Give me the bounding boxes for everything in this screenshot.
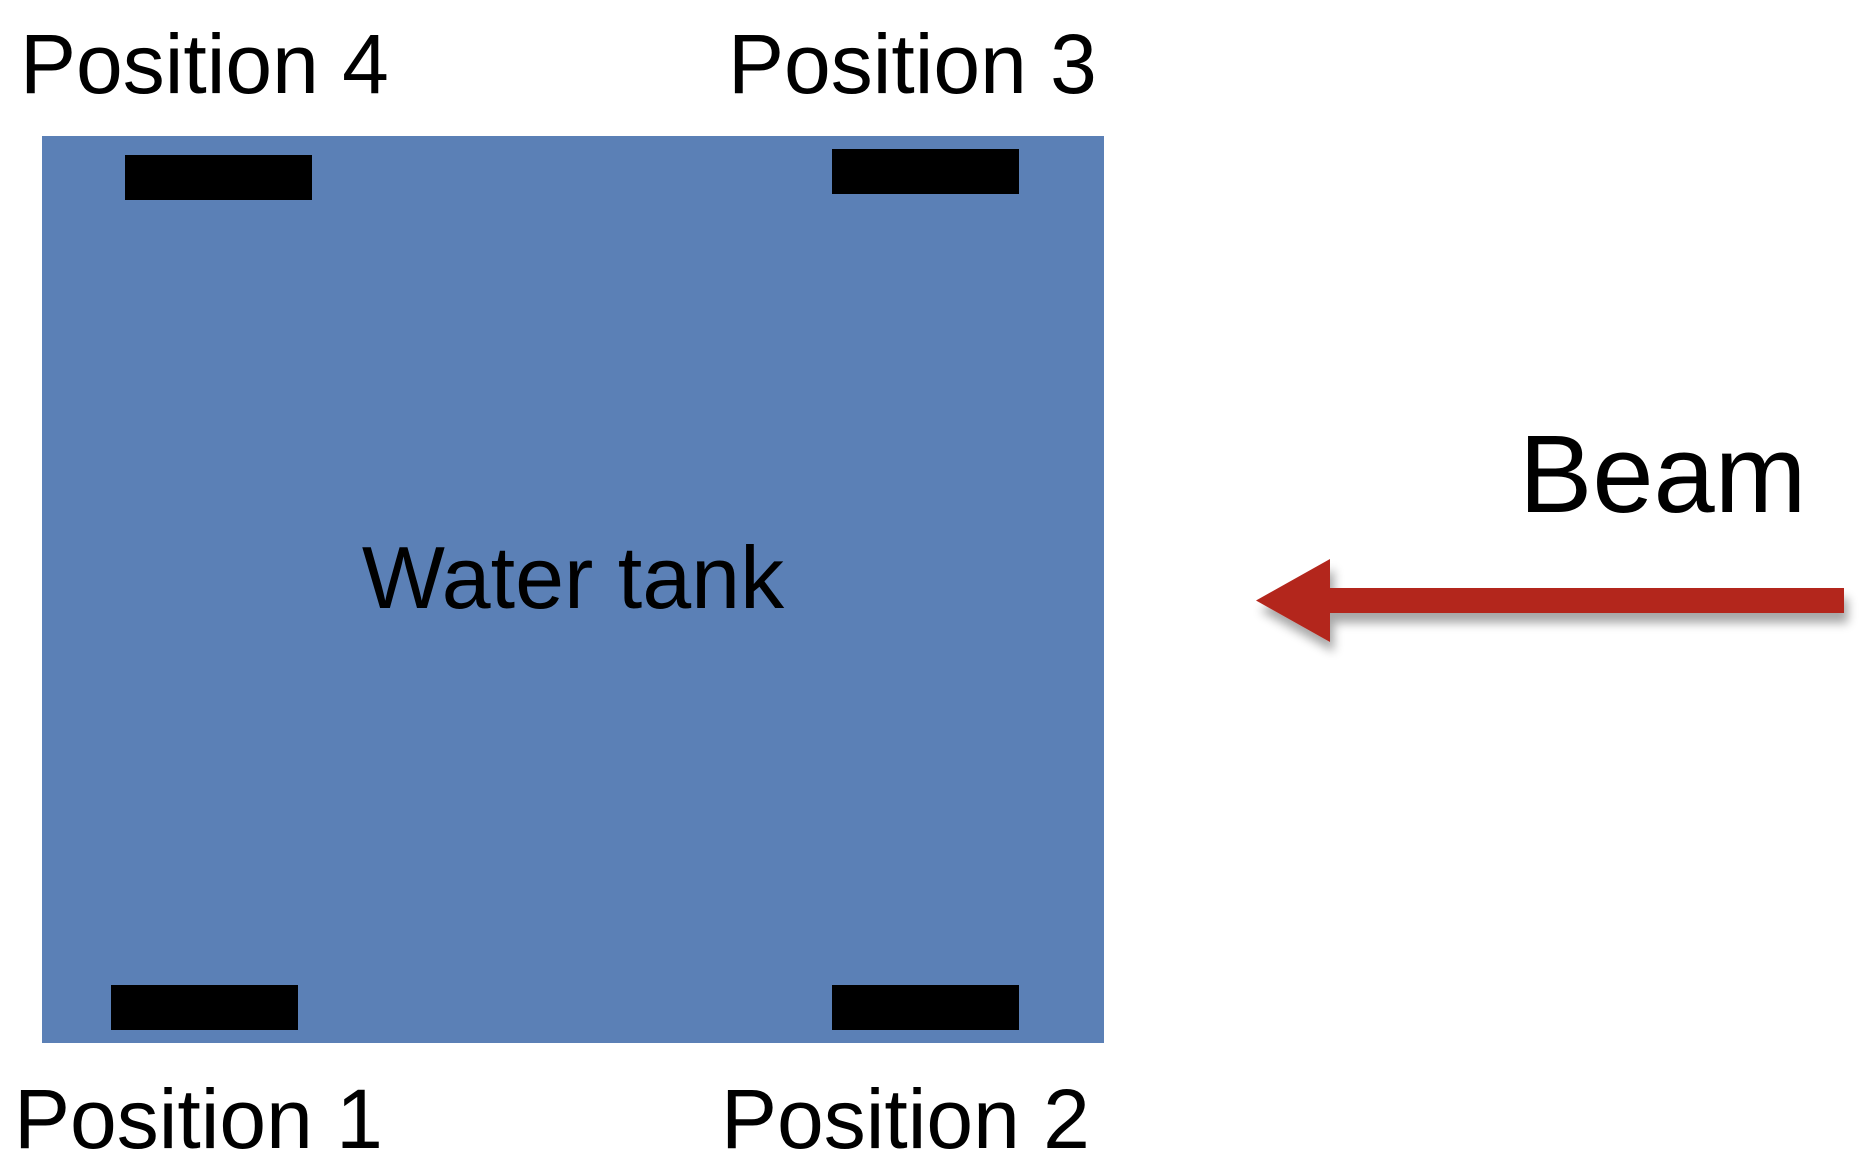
position-2-label: Position 2 bbox=[721, 1072, 1090, 1166]
position-4-label: Position 4 bbox=[20, 17, 389, 111]
position-3-label: Position 3 bbox=[728, 17, 1097, 111]
detector-position-4 bbox=[125, 155, 312, 200]
beam-arrow-icon bbox=[1256, 559, 1844, 642]
beam-label: Beam bbox=[1519, 413, 1807, 536]
water-tank: Water tank bbox=[42, 136, 1104, 1043]
position-1-label: Position 1 bbox=[14, 1072, 383, 1166]
detector-position-3 bbox=[832, 149, 1019, 194]
detector-position-1 bbox=[111, 985, 298, 1030]
detector-position-2 bbox=[832, 985, 1019, 1030]
water-tank-label: Water tank bbox=[361, 528, 785, 627]
